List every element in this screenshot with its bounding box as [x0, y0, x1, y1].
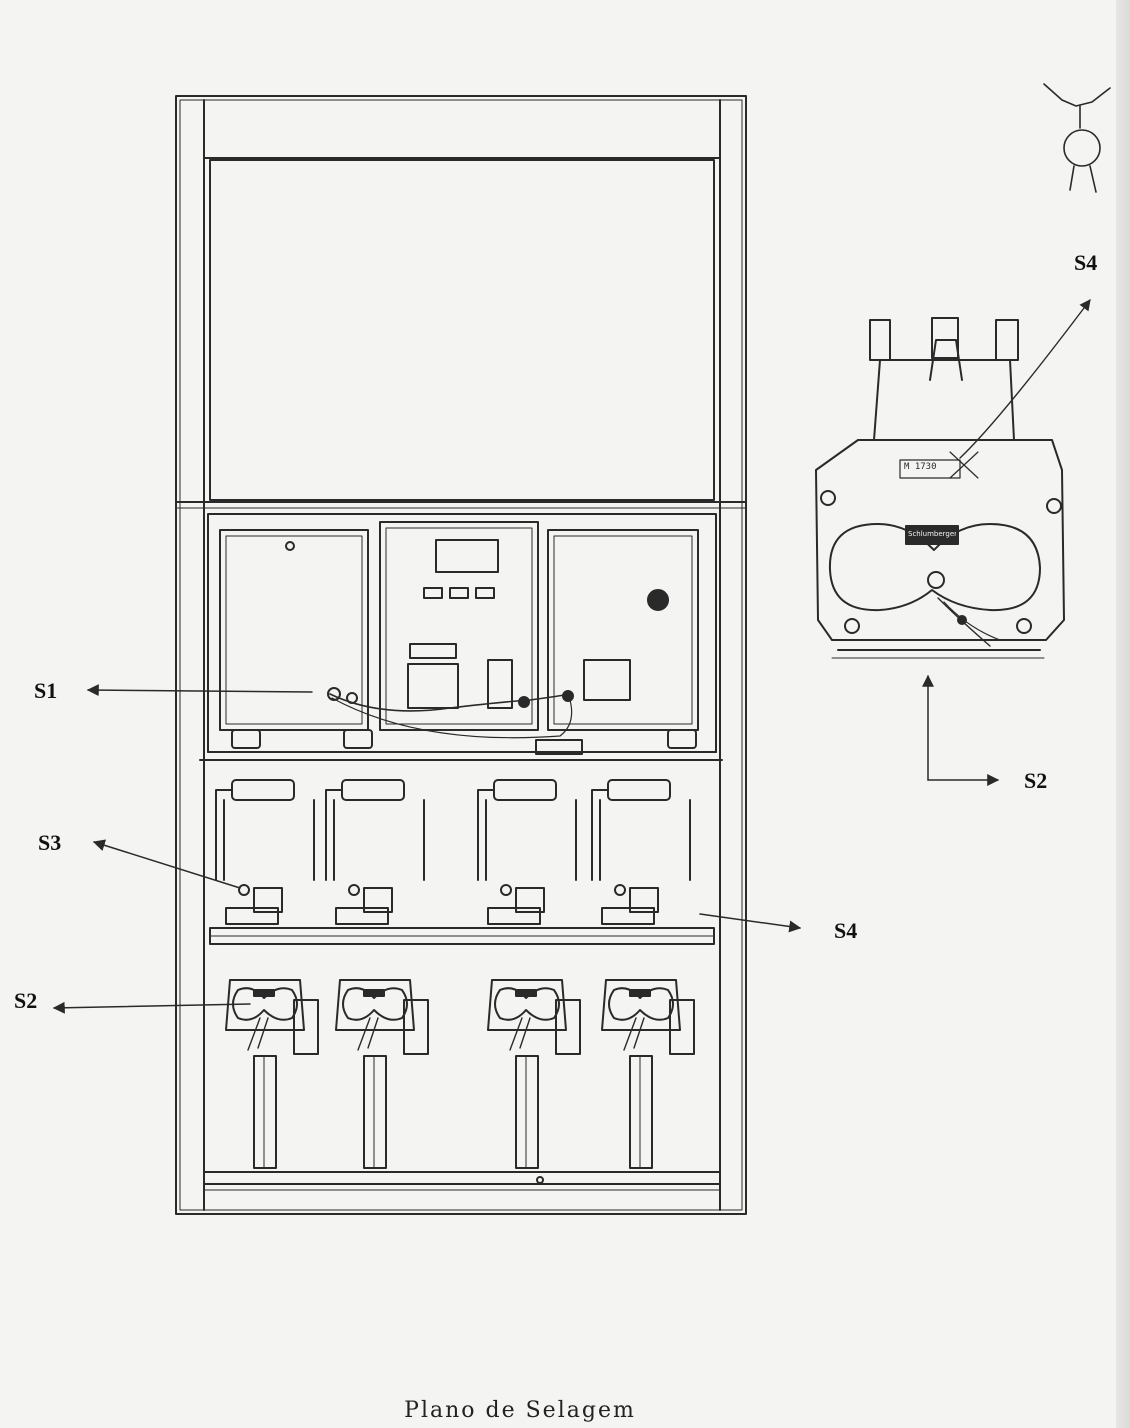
electronics-section: [207, 513, 717, 755]
s4-arrow: [699, 913, 802, 933]
meter-cover-1: [232, 987, 298, 1021]
meter-4: [601, 979, 681, 1031]
pipe-4: [591, 789, 691, 881]
label-s2-detail: S2: [1024, 768, 1048, 793]
meter-badge-4: [629, 989, 651, 997]
outlet-pipe-1: [253, 1055, 277, 1169]
filter-3: [493, 779, 557, 801]
label-s4-right: S4: [834, 918, 858, 943]
seal-arrows: [52, 674, 1000, 1014]
bracket-4: [669, 999, 695, 1055]
meter-1: [225, 979, 305, 1031]
hydraulic-section: [199, 759, 723, 1191]
meter-detail: [815, 299, 1091, 659]
seal-s2-wire-3: [509, 1017, 531, 1051]
seal-s3-point-3: [500, 884, 512, 896]
diagram-caption: Plano de Selagem: [404, 1398, 636, 1423]
meter-cover-2: [342, 987, 408, 1021]
outlet-pipe-4: [629, 1055, 653, 1169]
pulser-2: [335, 907, 389, 925]
seal-s2-wire-4: [623, 1017, 645, 1051]
seal-s3-point-4: [614, 884, 626, 896]
meter-cover-3: [494, 987, 560, 1021]
pulser-3: [487, 907, 541, 925]
valve-3: [515, 887, 545, 913]
filter-2: [341, 779, 405, 801]
filter-1: [231, 779, 295, 801]
pulser-1: [225, 907, 279, 925]
bracket-3: [555, 999, 581, 1055]
outlet-pipe-3: [515, 1055, 539, 1169]
label-s2-left: S2: [14, 988, 38, 1013]
orientation-symbol: [1043, 83, 1111, 193]
meter-badge-3: [515, 989, 537, 997]
dispenser-cabinet: [175, 95, 747, 1215]
scan-edge: [1116, 0, 1130, 1428]
meter-badge-2: [363, 989, 385, 997]
valve-4: [629, 887, 659, 913]
detail-plate-text: M 1730: [904, 462, 937, 472]
outlet-pipe-2: [363, 1055, 387, 1169]
seal-s2-wire-1: [247, 1017, 269, 1051]
seal-s2-wire-2: [357, 1017, 379, 1051]
bracket-2: [403, 999, 429, 1055]
valve-2: [363, 887, 393, 913]
s1-arrow: [86, 684, 313, 697]
meter-cover-4: [608, 987, 674, 1021]
meter-3: [487, 979, 567, 1031]
pipe-1: [215, 789, 315, 881]
detail-badge: Schlumberger: [908, 530, 956, 538]
meter-units: [215, 779, 695, 1169]
s2-arrow: [52, 1001, 251, 1014]
label-s3: S3: [38, 830, 62, 855]
pulser-4: [601, 907, 655, 925]
label-s1: S1: [34, 678, 58, 703]
label-s4-top: S4: [1074, 250, 1098, 275]
seal-s3-point-1: [238, 884, 250, 896]
seal-s3-point-2: [348, 884, 360, 896]
pipe-2: [325, 789, 425, 881]
s3-arrow: [92, 839, 241, 889]
pipe-3: [477, 789, 577, 881]
bracket-1: [293, 999, 319, 1055]
filter-4: [607, 779, 671, 801]
valve-1: [253, 887, 283, 913]
meter-2: [335, 979, 415, 1031]
meter-badge-1: [253, 989, 275, 997]
